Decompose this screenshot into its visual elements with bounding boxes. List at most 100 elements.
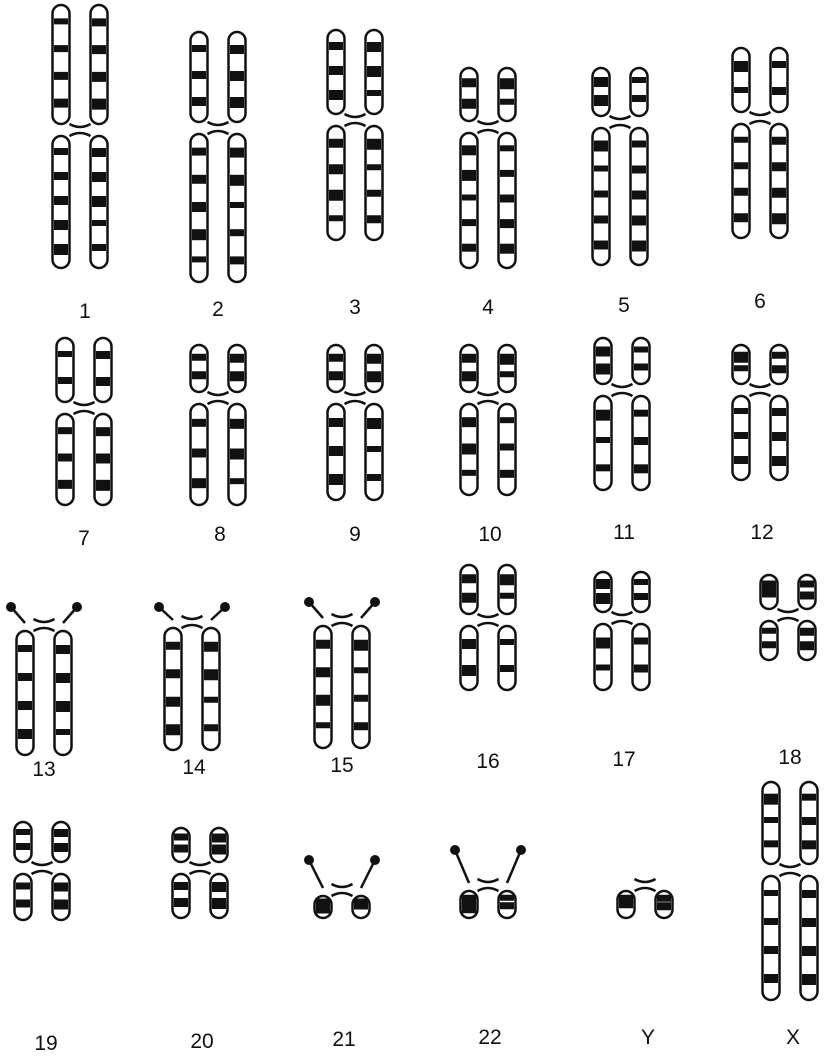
chromatid-arm: [211, 874, 228, 918]
chromatid-arm: [761, 621, 778, 660]
dark-band: [56, 729, 70, 735]
chromosome-label: Y: [641, 1026, 655, 1049]
dark-band: [174, 834, 188, 841]
chromosome-4: 4: [461, 68, 516, 319]
dark-band: [632, 95, 646, 102]
dark-band: [230, 97, 244, 108]
dark-band: [634, 579, 648, 585]
dark-band: [204, 697, 218, 703]
dark-band: [316, 904, 330, 914]
dark-band: [192, 449, 206, 458]
dark-band: [230, 478, 244, 484]
chromosome-label: 11: [613, 521, 635, 544]
dark-band: [18, 645, 32, 652]
dark-band: [802, 918, 816, 927]
dark-band: [92, 72, 106, 82]
dark-band: [16, 900, 30, 908]
dark-band: [632, 77, 646, 83]
chromosome-11: 11: [595, 338, 650, 544]
chromatid-arm: [229, 345, 246, 392]
dark-band: [802, 890, 816, 898]
dark-band: [802, 794, 816, 801]
chromosome-7: 7: [57, 338, 112, 550]
chromosome-6: 6: [733, 48, 788, 313]
chromosome-label: X: [786, 1026, 800, 1049]
dark-band: [192, 371, 206, 379]
dark-band: [329, 139, 343, 148]
dark-band: [657, 895, 671, 902]
dark-band: [230, 419, 244, 429]
centromere: [74, 402, 95, 414]
centromere: [208, 392, 229, 404]
chromosome-label: 4: [482, 296, 494, 319]
centromere: [612, 612, 633, 624]
dark-band: [500, 902, 514, 909]
dark-band: [192, 202, 206, 212]
dark-band: [764, 918, 778, 925]
dark-band: [500, 470, 514, 478]
dark-band: [56, 645, 70, 654]
dark-band: [772, 213, 786, 224]
dark-band: [96, 351, 110, 359]
chromatid-arm: [771, 48, 788, 112]
chromosome-14: 14: [154, 602, 230, 779]
centromere: [70, 124, 91, 136]
dark-band: [634, 593, 648, 600]
chromosome-15: 15: [304, 597, 380, 777]
dark-band: [192, 71, 206, 79]
dark-band: [596, 347, 610, 357]
chromatid-arm: [771, 345, 788, 384]
chromosome-label: 20: [190, 1030, 213, 1053]
dark-band: [212, 845, 226, 855]
dark-band: [594, 191, 608, 198]
chromatid-arm: [499, 565, 516, 614]
dark-band: [367, 446, 381, 452]
dark-band: [462, 902, 476, 913]
dark-band: [632, 191, 646, 200]
dark-band: [230, 71, 244, 81]
dark-band: [772, 137, 786, 145]
chromosome-20: 20: [173, 828, 228, 1053]
dark-band: [54, 45, 68, 52]
chromosome-12: 12: [733, 345, 788, 544]
chromosome-label: 6: [754, 290, 766, 313]
dark-band: [762, 641, 776, 648]
dark-band: [230, 354, 244, 363]
dark-band: [772, 352, 786, 359]
dark-band: [462, 371, 476, 381]
chromatid-arm: [633, 572, 650, 612]
chromosome-21: 21: [304, 855, 380, 1051]
chromatid-arm: [733, 48, 750, 112]
dark-band: [596, 638, 610, 649]
dark-band: [58, 351, 72, 357]
dark-band: [230, 371, 244, 381]
dark-band: [230, 229, 244, 236]
dark-band: [500, 99, 514, 105]
dark-band: [596, 593, 610, 604]
dark-band: [96, 454, 110, 464]
dark-band: [500, 417, 514, 423]
dark-band: [329, 446, 343, 456]
chromatid-arm: [461, 68, 478, 121]
dark-band: [166, 669, 180, 678]
dark-band: [462, 195, 476, 201]
satellite-stalk: [309, 860, 375, 888]
dark-band: [500, 78, 514, 89]
dark-band: [764, 946, 778, 954]
dark-band: [92, 99, 106, 110]
dark-band: [500, 574, 514, 585]
dark-band: [500, 371, 514, 377]
dark-band: [329, 474, 343, 485]
dark-band: [634, 364, 648, 371]
dark-band: [54, 244, 68, 255]
dark-band: [166, 642, 180, 650]
dark-band: [462, 593, 476, 603]
dark-band: [18, 729, 32, 739]
centromere: [208, 122, 229, 134]
dark-band: [96, 480, 110, 491]
dark-band: [230, 45, 244, 54]
dark-band: [762, 628, 776, 634]
dark-band: [462, 99, 476, 109]
dark-band: [500, 354, 514, 365]
dark-band: [462, 444, 476, 455]
